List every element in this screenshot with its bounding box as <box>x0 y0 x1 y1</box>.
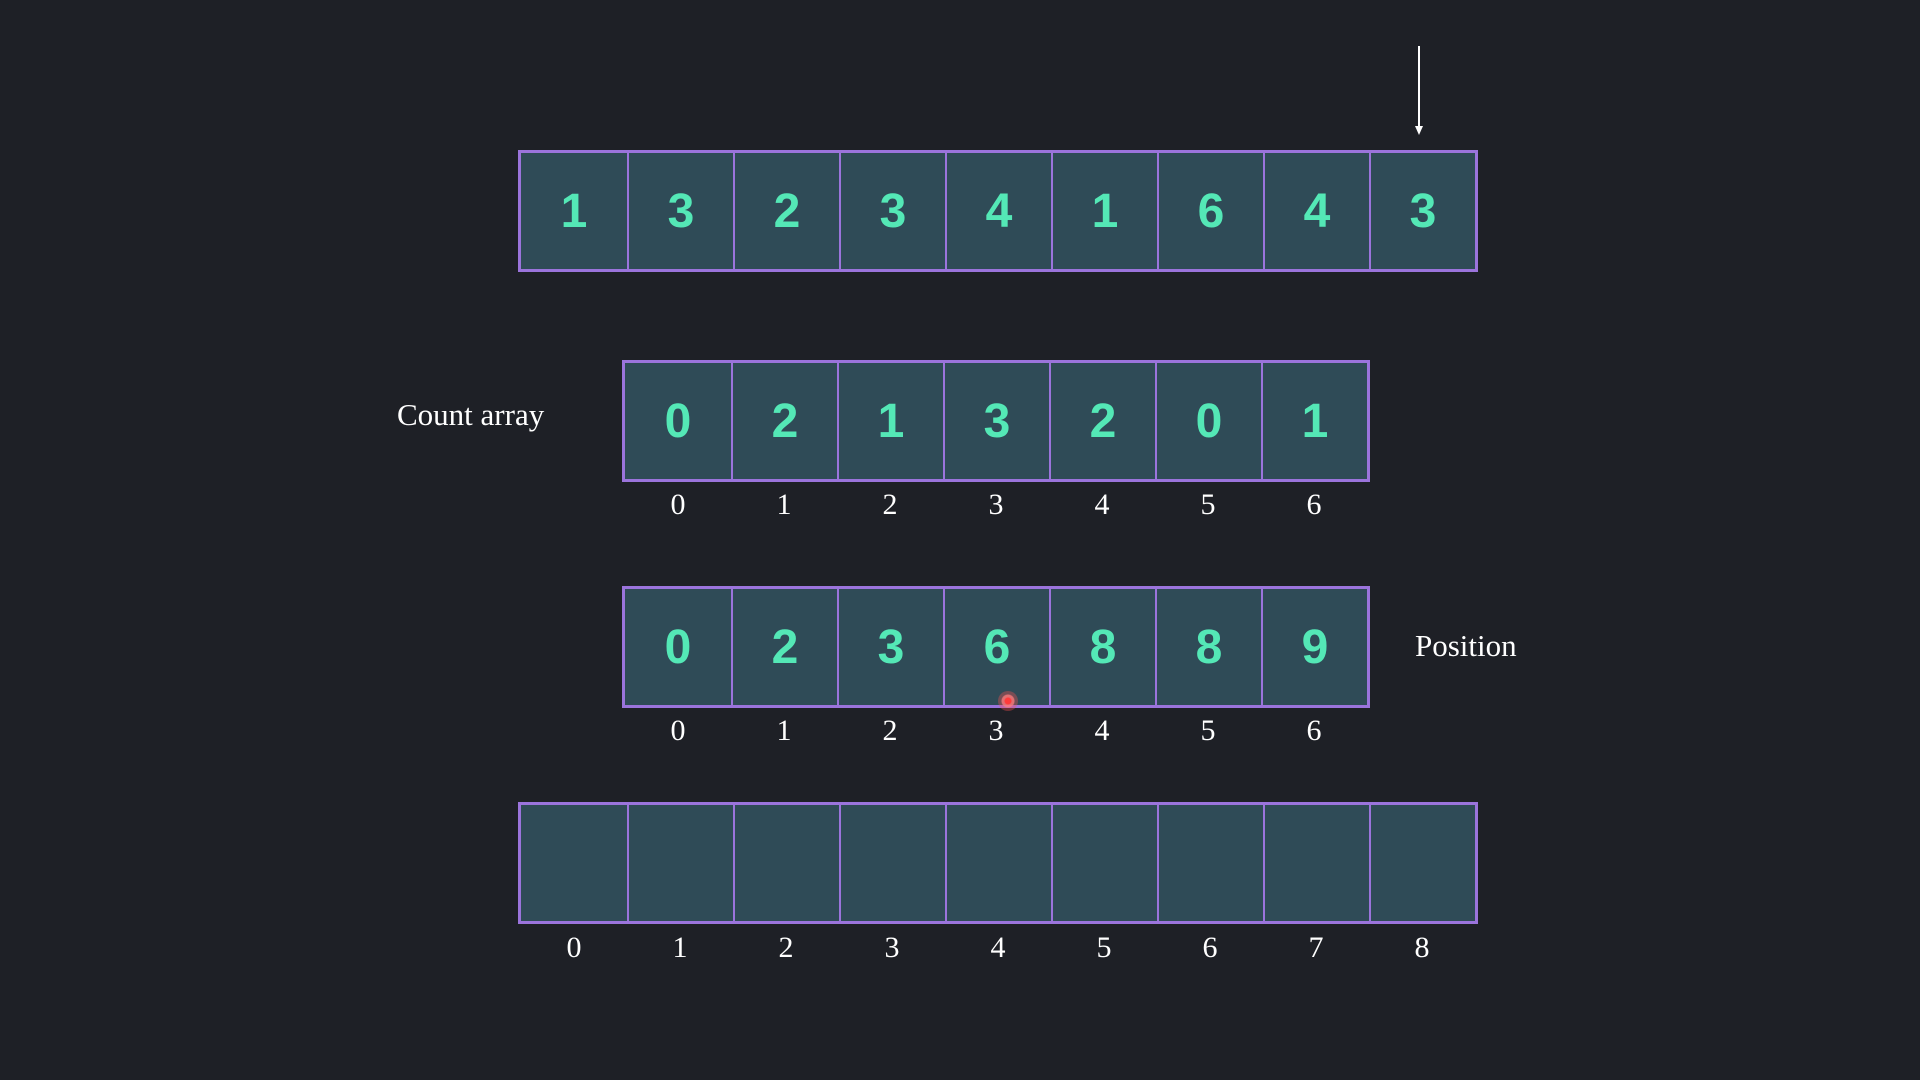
position-cell: 2 <box>731 589 837 705</box>
input-cell: 4 <box>1263 153 1369 269</box>
index-label: 2 <box>882 488 898 521</box>
output-array-indices: 0 1 2 3 4 5 6 7 8 <box>521 931 1475 965</box>
input-cell: 3 <box>1369 153 1475 269</box>
index-label: 4 <box>1094 714 1110 747</box>
index-label: 3 <box>884 931 900 964</box>
index-label: 2 <box>882 714 898 747</box>
index-label: 0 <box>566 931 582 964</box>
index-label: 6 <box>1306 488 1322 521</box>
index-label: 4 <box>1094 488 1110 521</box>
position-cell: 8 <box>1155 589 1261 705</box>
position-cell: 6 <box>943 589 1049 705</box>
position-cell: 8 <box>1049 589 1155 705</box>
count-array-label: Count array <box>397 397 545 432</box>
input-cell: 1 <box>560 184 588 238</box>
index-label: 7 <box>1308 931 1324 964</box>
count-cell: 1 <box>1261 363 1367 479</box>
output-array <box>518 802 1478 924</box>
count-cell: 2 <box>731 363 837 479</box>
input-cell: 3 <box>839 153 945 269</box>
index-label: 5 <box>1200 714 1216 747</box>
input-cell: 6 <box>1157 153 1263 269</box>
index-label: 3 <box>988 488 1004 521</box>
index-label: 0 <box>670 488 686 521</box>
position-array: 0 2 3 6 8 8 9 <box>622 586 1370 708</box>
input-cell: 1 <box>1051 153 1157 269</box>
position-cell: 3 <box>837 589 943 705</box>
input-array: 1 3 2 3 4 1 6 4 3 <box>518 150 1478 272</box>
output-cell <box>521 805 627 921</box>
mouse-cursor-highlight <box>998 691 1018 711</box>
position-array-indices: 0 1 2 3 4 5 6 <box>625 714 1367 748</box>
index-label: 1 <box>672 931 688 964</box>
index-label: 4 <box>990 931 1006 964</box>
index-label: 2 <box>778 931 794 964</box>
input-cell: 3 <box>627 153 733 269</box>
output-cell <box>1157 805 1263 921</box>
count-cell: 1 <box>837 363 943 479</box>
down-arrow-icon <box>1415 46 1423 135</box>
index-label: 5 <box>1096 931 1112 964</box>
index-label: 1 <box>776 488 792 521</box>
output-cell <box>1051 805 1157 921</box>
count-cell: 3 <box>943 363 1049 479</box>
position-cell: 0 <box>664 620 692 674</box>
position-cell: 9 <box>1261 589 1367 705</box>
index-label: 3 <box>988 714 1004 747</box>
output-cell <box>627 805 733 921</box>
input-cell: 4 <box>945 153 1051 269</box>
index-label: 0 <box>670 714 686 747</box>
output-cell <box>1369 805 1475 921</box>
count-cell: 0 <box>1155 363 1261 479</box>
index-label: 5 <box>1200 488 1216 521</box>
output-cell <box>733 805 839 921</box>
input-cell: 2 <box>733 153 839 269</box>
count-array: 0 2 1 3 2 0 1 <box>622 360 1370 482</box>
index-label: 6 <box>1202 931 1218 964</box>
count-cell: 2 <box>1049 363 1155 479</box>
count-array-indices: 0 1 2 3 4 5 6 <box>625 488 1367 522</box>
index-label: 1 <box>776 714 792 747</box>
output-cell <box>1263 805 1369 921</box>
index-label: 8 <box>1414 931 1430 964</box>
position-label: Position <box>1415 628 1517 663</box>
count-cell: 0 <box>664 394 692 448</box>
output-cell <box>839 805 945 921</box>
index-label: 6 <box>1306 714 1322 747</box>
output-cell <box>945 805 1051 921</box>
